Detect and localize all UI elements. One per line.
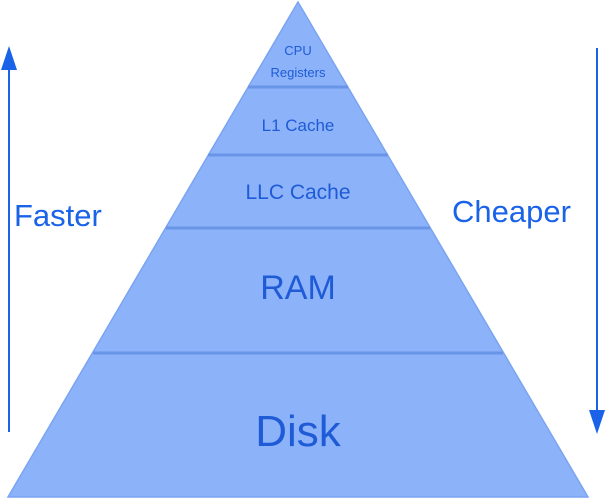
tier-label-l1-cache: L1 Cache	[262, 116, 335, 135]
cheaper-arrowhead-icon	[589, 410, 605, 434]
faster-arrowhead-icon	[1, 46, 17, 70]
tier-label-llc-cache: LLC Cache	[245, 181, 350, 204]
tier-label-cpu-line1: CPU	[284, 43, 311, 58]
tier-label-cpu-line2: Registers	[271, 65, 326, 80]
tier-label-disk: Disk	[255, 407, 342, 456]
pyramid-shape	[6, 0, 590, 498]
faster-label: Faster	[14, 198, 102, 233]
cheaper-label: Cheaper	[452, 194, 571, 229]
tier-label-ram: RAM	[260, 269, 336, 307]
